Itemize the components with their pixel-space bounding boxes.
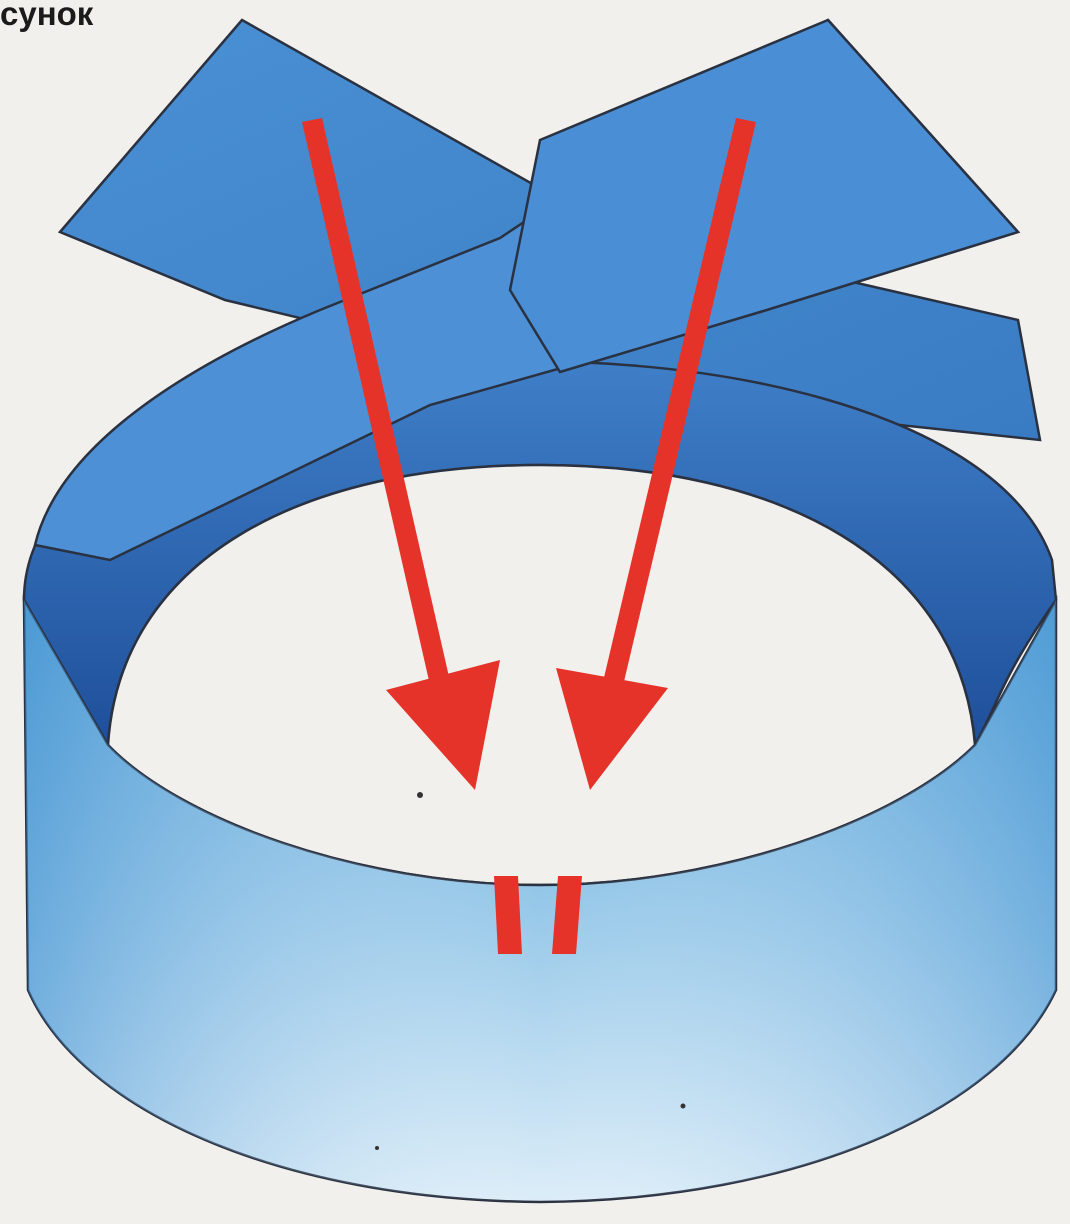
speck	[417, 792, 423, 798]
speck	[375, 1146, 379, 1150]
speck	[681, 1104, 686, 1109]
